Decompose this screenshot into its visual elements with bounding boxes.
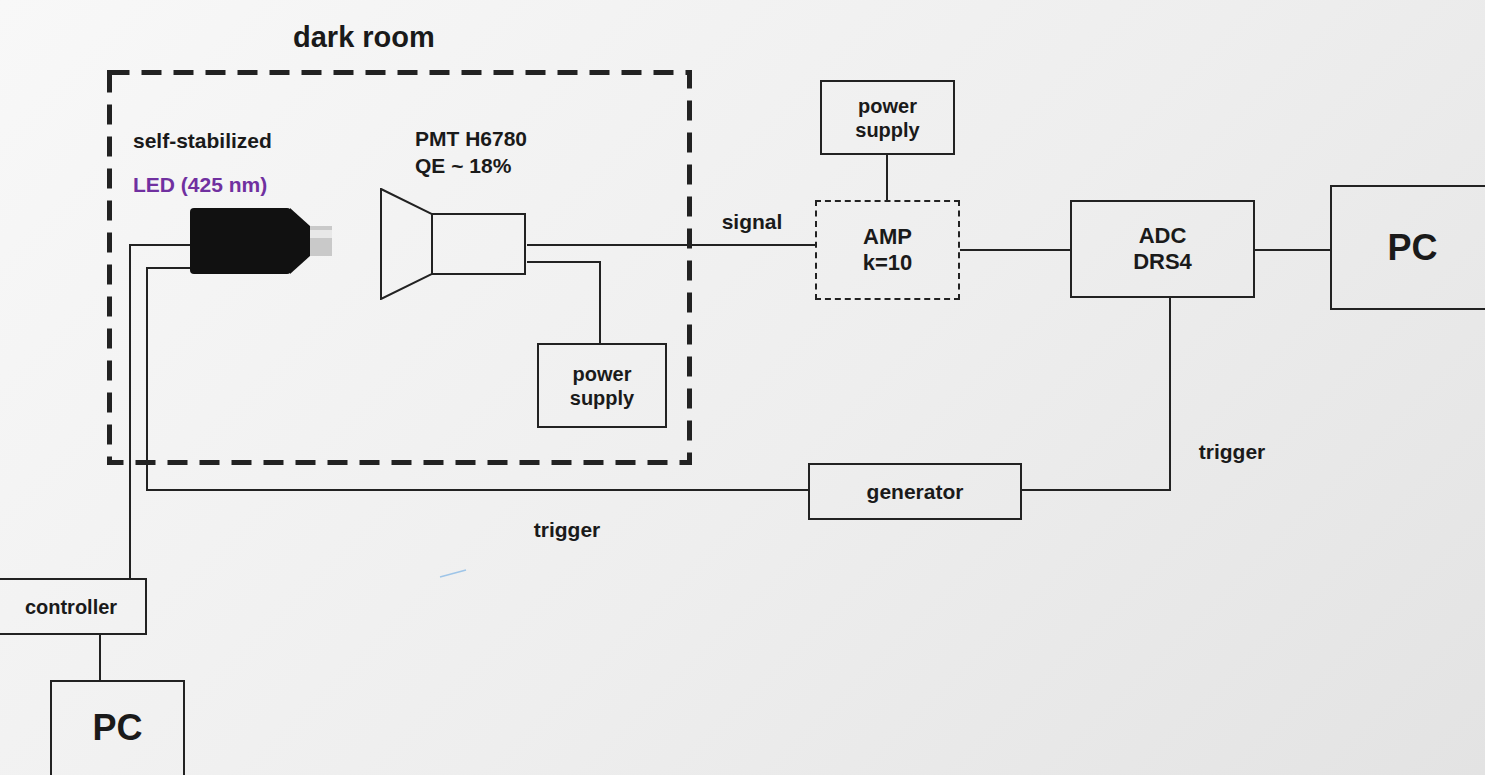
- component-label: QE ~ 18%: [415, 153, 511, 178]
- connector-wire: [527, 244, 815, 246]
- box-label: PC: [1353, 226, 1473, 269]
- connector-wire: [99, 635, 101, 680]
- stray-mark: [440, 570, 466, 577]
- signal-label: trigger: [534, 517, 601, 542]
- led-source: self-stabilizedLED (425 nm): [125, 120, 340, 280]
- connector-wire: [1022, 298, 1170, 490]
- label-anchor: self-stabilized: [133, 128, 272, 153]
- pmt-window: [381, 189, 432, 299]
- connector-wire: [527, 262, 600, 343]
- generator-box: generator: [808, 463, 1022, 520]
- signal-label: trigger: [1199, 439, 1266, 464]
- pc-box: PC: [50, 680, 185, 775]
- led-symbol: [190, 208, 332, 274]
- region-border: [110, 73, 690, 463]
- box-label: ADC DRS4: [1121, 223, 1205, 276]
- box-label: power supply: [548, 362, 656, 410]
- box-label: generator: [820, 479, 1010, 504]
- connector-wire: [1255, 249, 1330, 251]
- led-body: [190, 208, 291, 274]
- label-anchor: LED (425 nm): [133, 172, 267, 197]
- power-supply-box: power supply: [537, 343, 667, 428]
- component-label: LED (425 nm): [133, 172, 267, 197]
- connector-wire: [147, 268, 808, 490]
- label-anchor: dark room: [293, 20, 435, 55]
- led-taper: [290, 208, 310, 274]
- label-anchor: trigger: [534, 517, 601, 542]
- box-label: controller: [3, 595, 139, 619]
- pc-box: PC: [1330, 185, 1485, 310]
- pmt-tube: [432, 214, 525, 274]
- led-tip-highlight: [310, 230, 332, 238]
- adc-box: ADC DRS4: [1070, 200, 1255, 298]
- signal-label: signal: [722, 209, 783, 234]
- box-label: PC: [63, 706, 173, 749]
- component-label: PMT H6780: [415, 126, 527, 151]
- connector-wire: [886, 155, 888, 200]
- component-label: self-stabilized: [133, 128, 272, 153]
- led-tip: [310, 226, 332, 256]
- pmt-detector: PMT H6780QE ~ 18%: [378, 120, 563, 302]
- label-anchor: QE ~ 18%: [415, 153, 511, 178]
- dark-room-region: dark roomself-stabilizedLED (425 nm)PMT …: [107, 70, 692, 465]
- pmt-symbol: [380, 188, 527, 300]
- connector-wire: [130, 245, 190, 578]
- connector-wire: [960, 249, 1070, 251]
- power-supply-box: power supply: [820, 80, 955, 155]
- region-heading: dark room: [293, 20, 435, 55]
- label-anchor: signal: [722, 209, 783, 234]
- label-anchor: PMT H6780: [415, 126, 527, 151]
- amplifier-box: AMP k=10: [815, 200, 960, 300]
- controller-box: controller: [0, 578, 147, 635]
- box-label: AMP k=10: [852, 224, 924, 277]
- label-anchor: trigger: [1199, 439, 1266, 464]
- box-label: power supply: [834, 94, 942, 142]
